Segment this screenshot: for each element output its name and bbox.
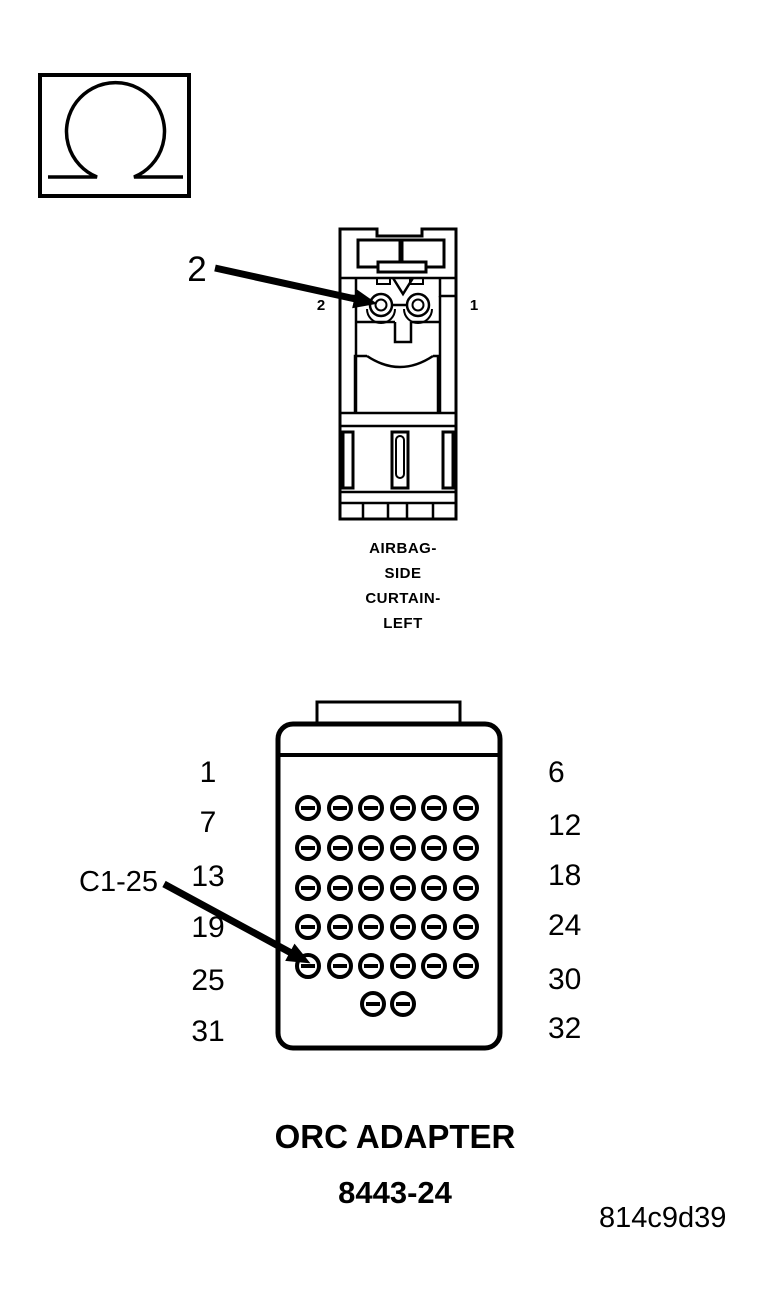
- base-lines: [340, 490, 456, 519]
- center-slot: [390, 430, 410, 490]
- pin-dash: [459, 964, 473, 968]
- pin-dash: [301, 886, 315, 890]
- adapter-tab: [315, 700, 462, 726]
- pin-dash: [427, 964, 441, 968]
- row-label-31: 31: [191, 1015, 225, 1048]
- row-label-18: 18: [548, 859, 582, 892]
- pin-dash: [396, 886, 410, 890]
- pin-dash: [301, 806, 315, 810]
- connector-outline: [338, 227, 458, 521]
- pin-dash: [364, 964, 378, 968]
- adapter-part-number: 8443-24: [338, 1175, 452, 1210]
- row-label-7: 7: [199, 806, 217, 839]
- connector-name-line: SIDE: [384, 565, 422, 582]
- pin-dash: [364, 925, 378, 929]
- terminal-1: [405, 292, 431, 318]
- pin-dash: [427, 806, 441, 810]
- latch-bar: [376, 260, 428, 274]
- pin-dash: [459, 806, 473, 810]
- index-tab-left: [376, 277, 391, 285]
- terminal-2: [368, 292, 394, 318]
- row-label-19: 19: [191, 911, 225, 944]
- top-connector-name: AIRBAG- SIDE CURTAIN- LEFT: [322, 536, 484, 636]
- pin-dash: [366, 1002, 380, 1006]
- chamber-step: [340, 411, 456, 428]
- adapter-title: ORC ADAPTER: [274, 1118, 516, 1155]
- pin-dash: [301, 925, 315, 929]
- pin-dash: [333, 964, 347, 968]
- pin-dash: [396, 1002, 410, 1006]
- top-callout-label: 2: [187, 250, 207, 289]
- center-channel: [393, 322, 413, 344]
- row-label-32: 32: [548, 1012, 582, 1045]
- row-label-30: 30: [548, 963, 582, 996]
- pin-dash: [364, 806, 378, 810]
- ohm-icon: [48, 80, 183, 179]
- pin-dash: [301, 846, 315, 850]
- pin-dash: [427, 846, 441, 850]
- lower-chamber: [353, 354, 440, 413]
- connector-name-line: AIRBAG-: [369, 540, 437, 557]
- side-slot-right: [441, 430, 455, 490]
- pin-dash: [427, 886, 441, 890]
- pin-dash: [459, 846, 473, 850]
- connector-name-line: LEFT: [383, 615, 423, 632]
- pin-dash: [427, 925, 441, 929]
- pin-dash: [396, 925, 410, 929]
- terminal-1-core: [411, 298, 425, 312]
- pin-dash: [364, 886, 378, 890]
- row-label-1: 1: [199, 756, 217, 789]
- top-connector-drawing: [338, 227, 458, 521]
- pin-dash: [396, 806, 410, 810]
- ohmmeter-symbol: [38, 73, 191, 198]
- orc-adapter-drawing: [275, 700, 503, 1051]
- pin-dash: [301, 964, 315, 968]
- center-slot-key: [395, 435, 405, 479]
- row-label-6: 6: [548, 756, 565, 789]
- cavity-label-1: 1: [469, 297, 479, 314]
- v-notch: [391, 277, 415, 297]
- pin-dash: [459, 925, 473, 929]
- row-label-12: 12: [548, 809, 582, 842]
- row-label-25: 25: [191, 964, 225, 997]
- chamber-arc: [366, 354, 434, 369]
- pin-dash: [364, 846, 378, 850]
- connector-name-line: CURTAIN-: [365, 590, 441, 607]
- pin-dash: [333, 925, 347, 929]
- row-label-13: 13: [191, 860, 225, 893]
- side-slot-left: [341, 430, 355, 490]
- ohmmeter-box: [38, 73, 191, 198]
- cavity-label-2: 2: [316, 297, 326, 314]
- row-label-24: 24: [548, 909, 582, 942]
- figure-code: 814c9d39: [599, 1202, 727, 1234]
- pin-dash: [396, 846, 410, 850]
- pin-dash: [333, 846, 347, 850]
- bottom-callout-label: C1-25: [79, 866, 158, 898]
- pin-dash: [333, 886, 347, 890]
- orc-pin-grid: [295, 795, 479, 1017]
- pin-dash: [459, 886, 473, 890]
- pin-dash: [333, 806, 347, 810]
- pin-dash: [396, 964, 410, 968]
